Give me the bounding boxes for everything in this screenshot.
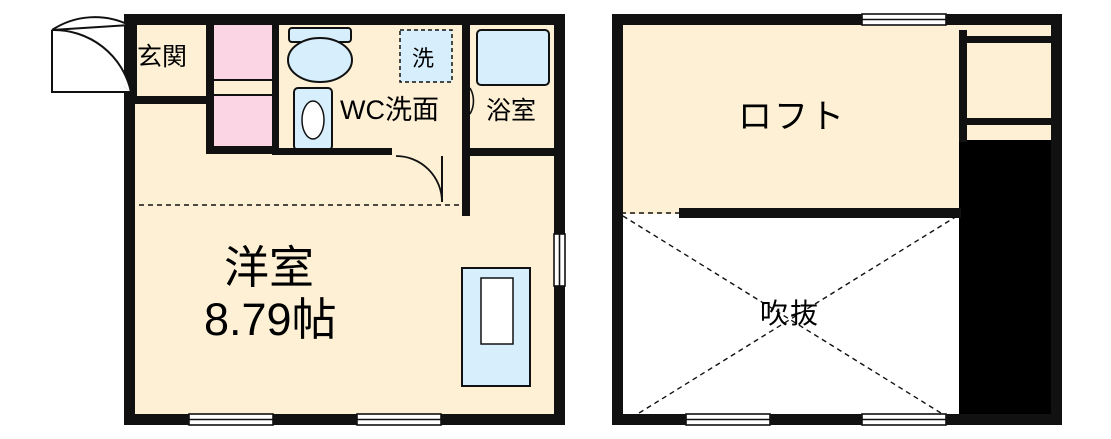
toilet-fixture xyxy=(287,27,353,83)
entrance-tile-lower xyxy=(212,94,274,151)
dark-block xyxy=(959,140,1053,425)
closet-fixture xyxy=(461,267,531,387)
room-label-wc-washbasin: WC洗面 xyxy=(340,95,439,125)
washbasin-fixture xyxy=(293,87,333,151)
loft-floor-group xyxy=(612,13,1062,426)
main-floor-walls xyxy=(124,14,565,425)
loft-walls xyxy=(612,14,1062,425)
window-marks xyxy=(188,233,566,426)
loft-edge-beam xyxy=(679,208,961,218)
entrance-tile-upper xyxy=(212,19,274,81)
loft-window-marks xyxy=(685,13,947,426)
bathtub-fixture xyxy=(476,29,550,86)
room-label-entrance: 玄関 xyxy=(137,43,188,71)
room-label-loft: ロフト xyxy=(738,98,846,136)
room-label-western-room-size: 8.79帖 xyxy=(204,294,337,345)
void-cross-lines xyxy=(622,215,958,424)
main-floor-group xyxy=(51,14,566,426)
room-label-void: 吹抜 xyxy=(760,298,821,329)
room-label-western-room: 洋室 xyxy=(224,242,315,293)
washer-space xyxy=(399,29,453,83)
door-swings xyxy=(51,16,475,203)
room-label-bathroom: 浴室 xyxy=(486,97,537,125)
room-label-washroom: 洗 xyxy=(412,46,435,71)
